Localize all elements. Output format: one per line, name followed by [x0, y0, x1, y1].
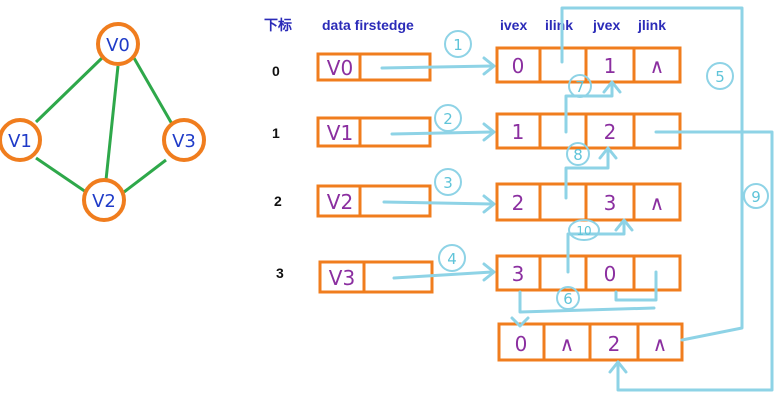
vertex-row-2: [316, 184, 432, 218]
firstedge-arrow-1: [390, 130, 494, 136]
ivex-2: 2: [512, 191, 525, 215]
vertex-data: V3: [329, 266, 355, 290]
pointer-10: [566, 220, 626, 274]
vertex-data: V2: [327, 190, 353, 214]
edge-node-values: 0 1 ∧ 1 2 2 3 ∧ 3 0 0 ∧ 2 ∧: [512, 54, 668, 356]
node-label: V3: [172, 131, 196, 152]
pointer-9: [616, 130, 774, 392]
graph-edges: [34, 56, 174, 194]
row-index: 3: [276, 265, 284, 281]
firstedge-arrow-2: [382, 200, 494, 206]
header-data-firstedge: data firstedge: [322, 17, 414, 33]
edge-v2-v3: [123, 158, 167, 194]
edge-v1-v2: [35, 156, 87, 194]
header-ivex: ivex: [500, 17, 527, 33]
row-index: 2: [274, 193, 282, 209]
header-jlink: jlink: [637, 17, 666, 33]
mark-8: 8: [573, 146, 583, 164]
jlink-4: ∧: [653, 332, 668, 356]
firstedge-arrow-3: [392, 270, 494, 280]
pointer-number-marks: 1 2 3 4 5 6 7 8 9 10: [434, 30, 769, 310]
edge-v0-v2: [104, 65, 120, 181]
mark-3: 3: [443, 174, 453, 192]
header-index: 下标: [264, 17, 292, 33]
jvex-0: 1: [604, 54, 617, 78]
ivex-4: 0: [515, 332, 528, 356]
firstedge-arrow-0: [380, 64, 494, 70]
pointer-8: [564, 148, 610, 200]
pointer-arrows: [380, 6, 774, 392]
jvex-3: 0: [604, 262, 617, 286]
ilink-4: ∧: [560, 332, 575, 356]
jvex-2: 3: [604, 191, 617, 215]
mark-6: 6: [563, 290, 573, 308]
jlink-0: ∧: [650, 54, 665, 78]
jlink-3-arrow: [614, 270, 658, 302]
vertex-array: [316, 52, 434, 294]
edge-v0-v1: [34, 56, 104, 124]
header-jvex: jvex: [592, 17, 620, 33]
edge-node-boxes: [495, 46, 684, 362]
jvex-4: 2: [608, 332, 621, 356]
row-index: 1: [272, 125, 280, 141]
ivex-1: 1: [512, 120, 525, 144]
mark-10: 10: [576, 224, 591, 238]
row-index: 0: [272, 63, 280, 79]
ivex-0: 0: [512, 54, 525, 78]
mark-7: 7: [575, 78, 585, 96]
edge-node-0: [495, 46, 682, 84]
mark-1: 1: [453, 36, 463, 54]
jvex-1: 2: [604, 120, 617, 144]
header-ilink: ilink: [545, 17, 573, 33]
mark-4: 4: [447, 250, 457, 268]
ivex-3: 3: [512, 262, 525, 286]
node-label: V1: [8, 131, 32, 152]
vertex-data: V0: [327, 56, 353, 80]
vertex-data: V1: [327, 121, 353, 145]
pointer-5: [560, 6, 744, 342]
node-label: V0: [106, 35, 130, 56]
edge-node-1: [495, 112, 682, 150]
edge-node-3: [495, 254, 682, 292]
graph-node-v3: V3: [162, 118, 206, 162]
mark-5: 5: [715, 68, 725, 86]
mark-2: 2: [443, 110, 453, 128]
graph-node-v0: V0: [96, 22, 140, 66]
edge-v0-v3: [132, 57, 174, 125]
graph-node-v1: V1: [0, 118, 42, 162]
pointer-7: [564, 82, 614, 134]
jlink-2: ∧: [650, 191, 665, 215]
graph-node-v2: V2: [82, 178, 126, 222]
vertex-row-0: [316, 52, 432, 82]
node-label: V2: [92, 191, 116, 212]
mark-9: 9: [751, 188, 761, 206]
pointer-6: [518, 290, 656, 314]
